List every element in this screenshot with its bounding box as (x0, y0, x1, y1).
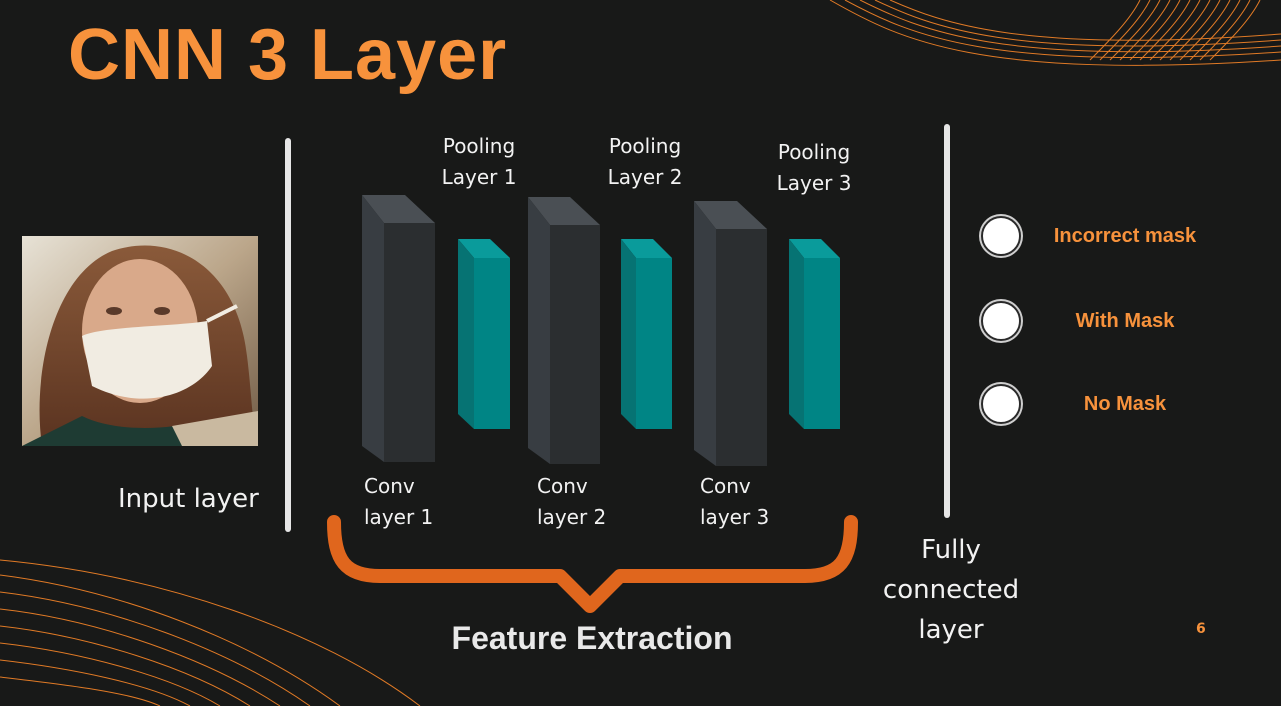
output-label-no-mask: No Mask (1083, 393, 1167, 415)
input-layer-label: Input layer (118, 484, 259, 514)
input-image (22, 236, 258, 446)
output-label-with-mask: With Mask (1075, 310, 1175, 332)
divider-right (944, 124, 950, 518)
divider-left (285, 138, 291, 532)
decorative-lines-bottom-left (0, 559, 421, 706)
output-node-with-mask (981, 301, 1021, 341)
output-label-incorrect-mask: Incorrect mask (1053, 225, 1197, 247)
feature-extraction-label: Feature Extraction (451, 620, 733, 656)
conv-block-2 (528, 197, 600, 464)
page-number: 6 (1196, 621, 1206, 637)
pool-block-3 (789, 239, 840, 429)
fully-connected-label: Fully connected layer (882, 535, 1020, 645)
feature-extraction-brace (327, 515, 858, 613)
pool-block-2 (621, 239, 672, 429)
pool-block-1 (458, 239, 510, 429)
conv-block-1 (362, 195, 435, 462)
output-node-incorrect-mask (981, 216, 1021, 256)
output-node-no-mask (981, 384, 1021, 424)
conv-block-3 (694, 201, 767, 466)
slide-title: CNN 3 Layer (68, 15, 508, 95)
